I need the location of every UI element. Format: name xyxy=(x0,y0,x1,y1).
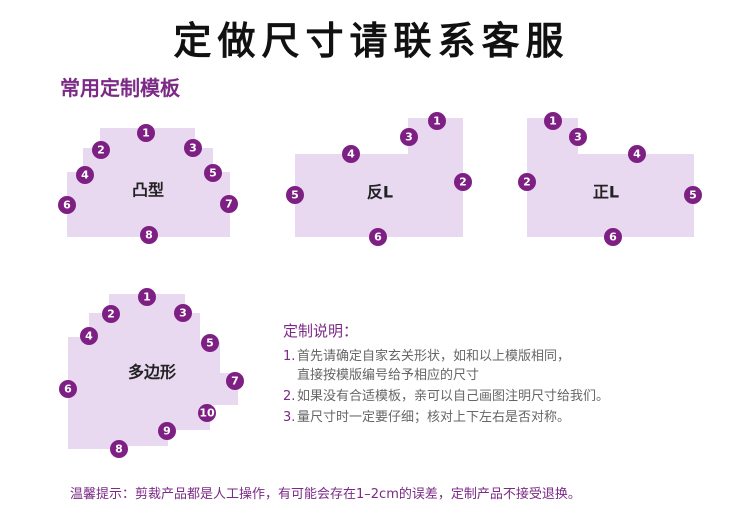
l-marker-6: 6 xyxy=(604,228,622,246)
svg-text:3: 3 xyxy=(179,307,187,320)
notice: 温馨提示：剪裁产品都是人工操作，有可能会存在1–2cm的误差，定制产品不接受退换… xyxy=(70,487,581,502)
reverse-l-marker-1: 1 xyxy=(428,112,446,130)
convex-marker-3: 3 xyxy=(184,139,202,157)
template-convex: 凸型 1 2 3 4 5 6 7 8 xyxy=(58,124,238,244)
reverse-l-marker-4: 4 xyxy=(342,145,360,163)
polygon-label: 多边形 xyxy=(128,363,176,382)
convex-marker-4: 4 xyxy=(76,166,94,184)
template-reverse-l: 反L 1 2 3 4 5 6 xyxy=(286,112,472,246)
instructions: 定制说明： 1.首先请确定自家玄关形状，如和以上模版相同， 直接按模版编号给予相… xyxy=(283,320,723,429)
svg-text:10: 10 xyxy=(199,407,215,420)
svg-text:8: 8 xyxy=(115,443,123,456)
polygon-shape xyxy=(68,294,238,449)
polygon-marker-5: 5 xyxy=(201,334,219,352)
headline: 定做尺寸请联系客服 xyxy=(173,18,570,63)
svg-text:3: 3 xyxy=(189,142,197,155)
svg-text:9: 9 xyxy=(163,425,171,438)
svg-text:5: 5 xyxy=(291,189,299,202)
instruction-item: 2.如果没有合适模板，亲可以自己画图注明尺寸给我们。 xyxy=(283,387,723,406)
svg-text:4: 4 xyxy=(81,169,89,182)
l-marker-5: 5 xyxy=(684,186,702,204)
l-marker-4: 4 xyxy=(628,145,646,163)
l-marker-2: 2 xyxy=(518,173,536,191)
template-l: 正L 1 2 3 4 5 6 xyxy=(518,112,702,246)
polygon-marker-7: 7 xyxy=(226,372,244,390)
svg-text:2: 2 xyxy=(107,308,115,321)
polygon-marker-6: 6 xyxy=(59,380,77,398)
instruction-text: 量尺寸时一定要仔细；核对上下左右是否对称。 xyxy=(297,410,571,425)
svg-text:1: 1 xyxy=(143,291,151,304)
svg-text:8: 8 xyxy=(145,229,153,242)
convex-marker-8: 8 xyxy=(140,226,158,244)
instructions-title: 定制说明： xyxy=(283,322,359,340)
svg-text:1: 1 xyxy=(142,127,150,140)
convex-marker-5: 5 xyxy=(204,164,222,182)
svg-text:1: 1 xyxy=(549,115,557,128)
instruction-continuation: 直接按模版编号给予相应的尺寸 xyxy=(297,368,480,383)
polygon-marker-9: 9 xyxy=(158,422,176,440)
instruction-number: 1. xyxy=(283,349,296,364)
svg-text:1: 1 xyxy=(433,115,441,128)
l-marker-3: 3 xyxy=(569,128,587,146)
polygon-marker-3: 3 xyxy=(174,304,192,322)
instruction-item: 3.量尺寸时一定要仔细；核对上下左右是否对称。 xyxy=(283,408,723,427)
svg-text:4: 4 xyxy=(85,330,93,343)
template-polygon: 多边形 1 2 3 4 5 6 7 8 9 10 xyxy=(59,288,244,458)
reverse-l-marker-5: 5 xyxy=(286,186,304,204)
svg-text:4: 4 xyxy=(633,148,641,161)
svg-text:6: 6 xyxy=(374,231,382,244)
svg-text:6: 6 xyxy=(64,383,72,396)
polygon-marker-8: 8 xyxy=(110,440,128,458)
svg-text:7: 7 xyxy=(231,375,239,388)
instruction-number: 2. xyxy=(283,389,296,404)
svg-text:7: 7 xyxy=(225,198,233,211)
reverse-l-label: 反L xyxy=(367,183,393,202)
l-marker-1: 1 xyxy=(544,112,562,130)
reverse-l-marker-6: 6 xyxy=(369,228,387,246)
svg-text:2: 2 xyxy=(459,176,467,189)
polygon-marker-4: 4 xyxy=(80,327,98,345)
instruction-number: 3. xyxy=(283,410,296,425)
reverse-l-marker-2: 2 xyxy=(454,173,472,191)
convex-marker-2: 2 xyxy=(92,141,110,159)
instruction-item: 1.首先请确定自家玄关形状，如和以上模版相同， 直接按模版编号给予相应的尺寸 xyxy=(283,347,723,385)
svg-text:5: 5 xyxy=(206,337,214,350)
convex-label: 凸型 xyxy=(132,181,164,200)
svg-text:4: 4 xyxy=(347,148,355,161)
instruction-text: 首先请确定自家玄关形状，如和以上模版相同， xyxy=(297,349,571,364)
polygon-marker-2: 2 xyxy=(102,305,120,323)
instruction-text: 如果没有合适模板，亲可以自己画图注明尺寸给我们。 xyxy=(297,389,610,404)
polygon-marker-10: 10 xyxy=(198,404,216,422)
convex-marker-6: 6 xyxy=(58,196,76,214)
convex-marker-7: 7 xyxy=(220,195,238,213)
section-title: 常用定制模板 xyxy=(60,76,180,100)
svg-text:5: 5 xyxy=(689,189,697,202)
svg-text:2: 2 xyxy=(523,176,531,189)
svg-text:2: 2 xyxy=(97,144,105,157)
svg-text:6: 6 xyxy=(63,199,71,212)
svg-text:6: 6 xyxy=(609,231,617,244)
polygon-marker-1: 1 xyxy=(138,288,156,306)
svg-text:3: 3 xyxy=(405,131,413,144)
reverse-l-marker-3: 3 xyxy=(400,128,418,146)
l-shape xyxy=(527,118,694,237)
convex-marker-1: 1 xyxy=(137,124,155,142)
l-label: 正L xyxy=(593,183,619,202)
svg-text:5: 5 xyxy=(209,167,217,180)
reverse-l-shape xyxy=(295,118,463,237)
svg-text:3: 3 xyxy=(574,131,582,144)
